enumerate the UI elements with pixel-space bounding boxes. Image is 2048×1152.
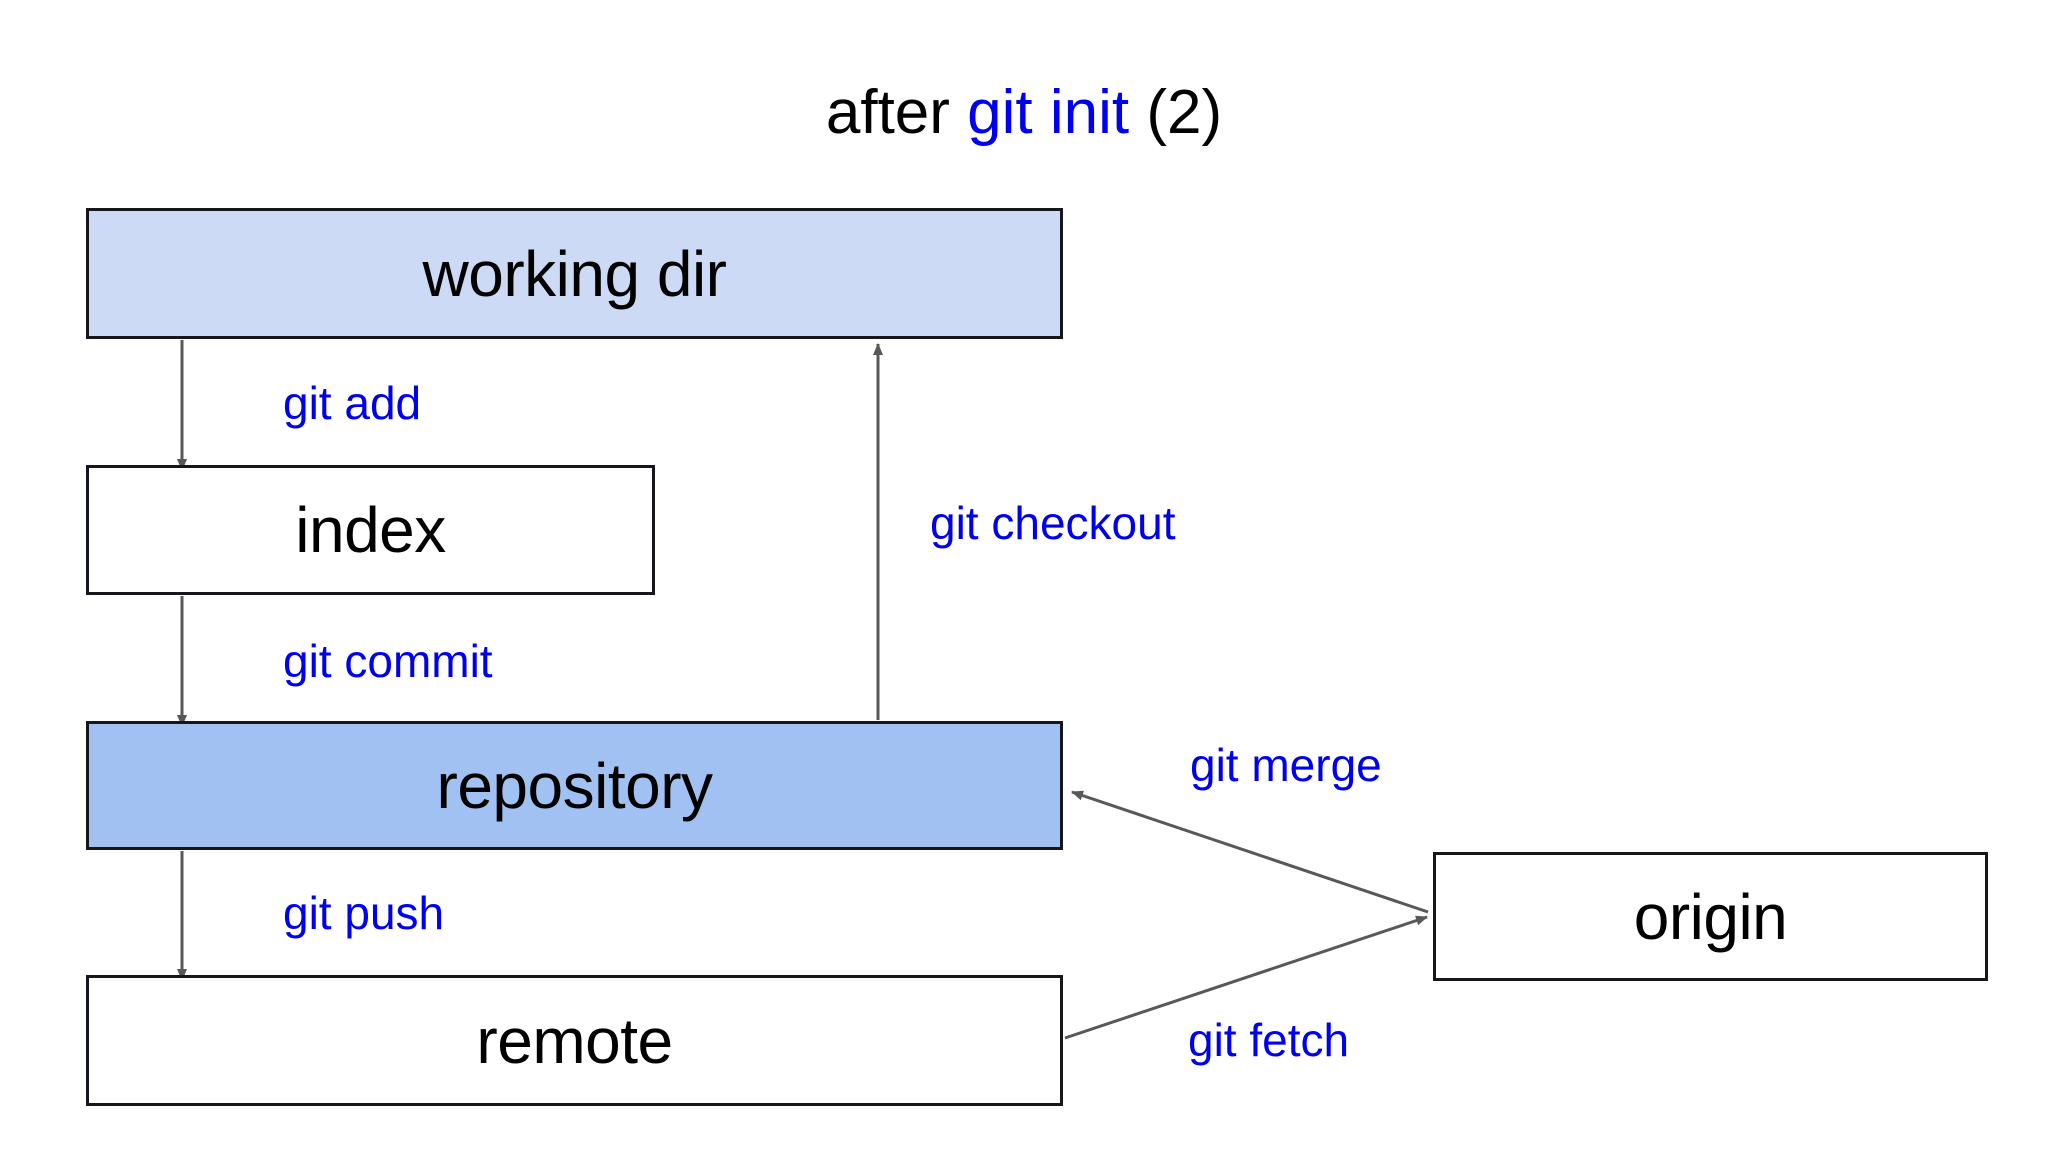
edge-label-git-push: git push	[283, 887, 445, 939]
node-repository[interactable]: repository	[86, 721, 1063, 850]
edge-label-git-add: git add	[283, 377, 422, 429]
node-working-dir[interactable]: working dir	[86, 208, 1063, 339]
slide-title-prefix: after	[825, 78, 968, 147]
edge-label-git-checkout: git checkout	[930, 497, 1176, 549]
edge-label-git-merge: git merge	[1190, 739, 1382, 791]
node-working-dir-label: working dir	[422, 237, 727, 310]
arrow-git-merge	[1071, 790, 1429, 914]
node-origin-label: origin	[1633, 880, 1788, 953]
edge-label-git-commit: git commit	[283, 635, 493, 687]
node-index[interactable]: index	[86, 465, 655, 595]
slide-title: after git init (2)	[0, 82, 2048, 144]
edge-label-git-fetch: git fetch	[1188, 1014, 1350, 1066]
slide-title-command: git init	[967, 78, 1130, 147]
slide-title-suffix: (2)	[1129, 78, 1223, 147]
node-origin[interactable]: origin	[1433, 852, 1988, 981]
node-remote[interactable]: remote	[86, 975, 1063, 1106]
node-index-label: index	[295, 494, 446, 566]
node-repository-label: repository	[436, 749, 714, 822]
node-remote-label: remote	[476, 1004, 673, 1077]
